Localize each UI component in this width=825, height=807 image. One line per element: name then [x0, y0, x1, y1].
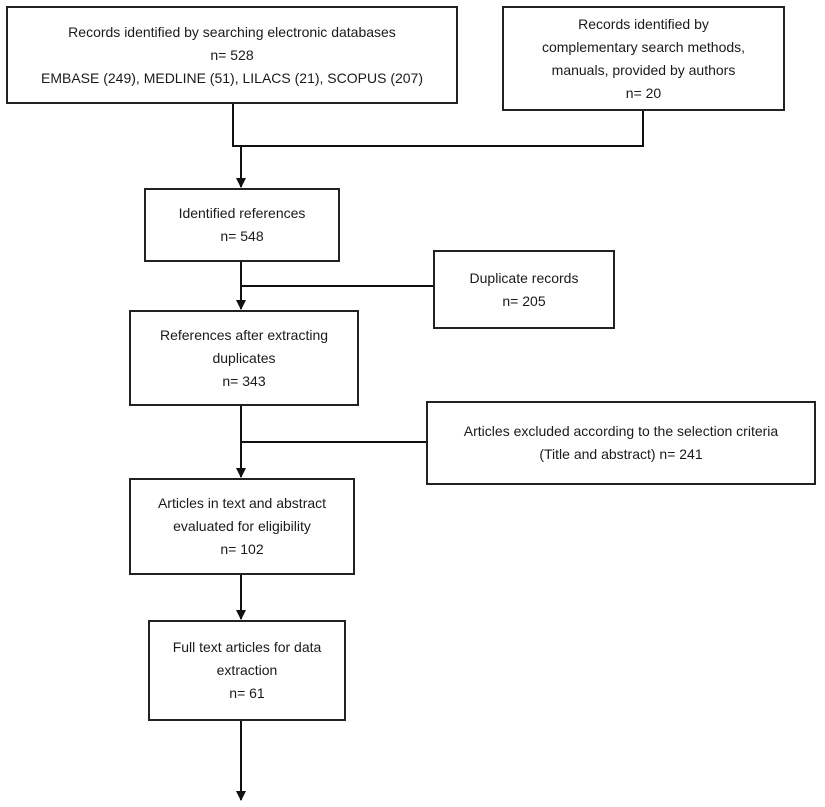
box-line: Records identified by searching electron…: [68, 23, 396, 40]
articles-excluded-box: Articles excluded according to the selec…: [426, 401, 816, 485]
duplicate-records-box: Duplicate records n= 205: [433, 250, 615, 329]
box-line: n= 343: [222, 372, 266, 389]
box-line: Identified references: [178, 205, 306, 221]
box-line: evaluated for eligibility: [173, 518, 311, 534]
box-line: n= 548: [220, 228, 264, 244]
box-line: complementary search methods,: [541, 38, 746, 55]
box-line: Full text articles for data: [172, 639, 322, 655]
box-line: EMBASE (249), MEDLINE (51), LILACS (21),…: [40, 69, 423, 86]
box-line: Duplicate records: [469, 269, 579, 286]
box-line: duplicates: [212, 349, 276, 366]
box-line: n= 61: [229, 685, 265, 701]
full-text-articles-box: Full text articles for data extraction n…: [148, 620, 346, 721]
box-line: Articles in text and abstract: [157, 495, 327, 511]
box-line: n= 528: [210, 46, 254, 63]
box-line: n= 102: [220, 541, 264, 557]
eligibility-evaluation-box: Articles in text and abstract evaluated …: [129, 478, 355, 575]
box-line: extraction: [216, 662, 278, 678]
box-line: References after extracting: [159, 326, 329, 343]
box-line: Records identified by: [578, 15, 709, 32]
box-line: n= 20: [625, 84, 662, 101]
references-after-duplicates-box: References after extracting duplicates n…: [129, 310, 359, 406]
box-line: n= 205: [502, 292, 546, 309]
records-complementary-search-box: Records identified by complementary sear…: [502, 6, 785, 111]
records-database-search-box: Records identified by searching electron…: [6, 6, 458, 104]
box-line: manuals, provided by authors: [551, 61, 736, 78]
box-line: (Title and abstract) n= 241: [539, 446, 703, 462]
box-line: Articles excluded according to the selec…: [463, 423, 779, 439]
identified-references-box: Identified references n= 548: [144, 188, 340, 262]
